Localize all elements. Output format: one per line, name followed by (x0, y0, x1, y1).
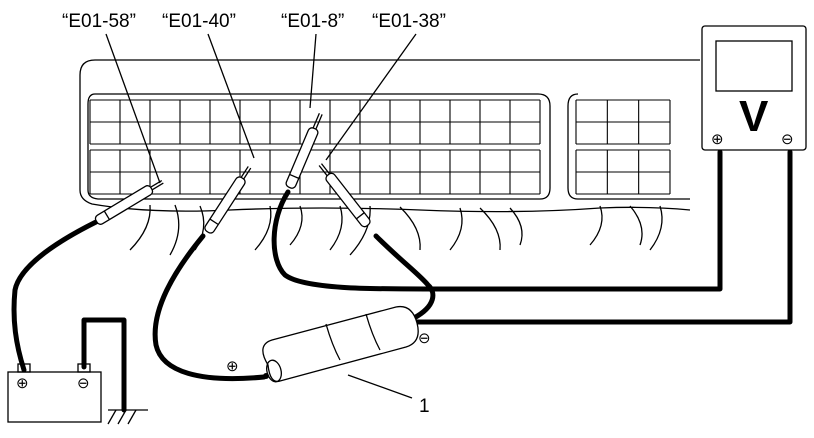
terminal-label-e01-40: “E01-40” (162, 11, 236, 32)
component-body (262, 305, 419, 383)
harness-wire (169, 204, 180, 256)
leader-e01-58 (105, 33, 161, 184)
wire-component-positive (152, 233, 267, 382)
harness-wire (329, 205, 343, 251)
ecm-connector (79, 59, 700, 256)
harness-wire (449, 207, 463, 251)
harness-wire (129, 204, 151, 251)
terminal-leaders (105, 33, 417, 184)
harness-wires (129, 204, 663, 256)
voltmeter-plus-terminal: ⊕ (711, 131, 724, 148)
harness-wire (589, 205, 603, 246)
component-leader (347, 374, 413, 399)
wire-component-to-voltmeter-minus (409, 149, 793, 325)
harness-wire (254, 205, 272, 251)
ground-symbol (107, 409, 148, 425)
pin-grid-right (575, 99, 671, 195)
battery-post-positive (17, 363, 31, 373)
probes (94, 112, 371, 234)
probe-e01-8 (285, 112, 323, 189)
component-minus-terminal: ⊖ (418, 330, 431, 347)
test-wires (11, 149, 793, 413)
harness-wire (289, 205, 303, 246)
probe-e01-40 (204, 166, 252, 234)
wire-e01-8-to-voltmeter-plus (271, 149, 723, 292)
component-1: ⊕ ⊖ 1 (226, 305, 431, 417)
probe-e01-58 (94, 179, 164, 225)
terminal-labels: “E01-58” “E01-40” “E01-8” “E01-38” (62, 11, 446, 32)
harness-wire (509, 207, 523, 246)
terminal-label-e01-58: “E01-58” (62, 11, 136, 32)
leader-e01-8 (309, 33, 317, 109)
terminal-label-e01-8: “E01-8” (281, 11, 344, 32)
component-number: 1 (419, 396, 430, 417)
harness-wire (649, 205, 663, 251)
wire-battery-positive (11, 219, 99, 373)
battery: ⊕ ⊖ (7, 363, 102, 423)
connector-inner-left-block (87, 93, 551, 200)
harness-wire (629, 205, 643, 246)
wire-e01-38-to-component-minus (373, 233, 436, 321)
battery-minus-terminal: ⊖ (77, 375, 90, 392)
voltmeter-unit: V (739, 92, 769, 141)
connector-housing-outline (79, 59, 700, 213)
pin-grid-left (89, 99, 541, 195)
battery-post-negative (77, 363, 91, 373)
voltmeter-minus-terminal: ⊖ (781, 131, 794, 148)
component-plus-terminal: ⊕ (226, 358, 239, 375)
harness-wire (349, 205, 371, 256)
voltmeter-display (715, 40, 793, 92)
voltmeter-body (701, 25, 807, 151)
wire-battery-ground (81, 317, 127, 413)
leader-e01-38 (325, 33, 417, 161)
terminal-label-e01-38: “E01-38” (372, 11, 446, 32)
harness-wire (399, 206, 421, 251)
voltmeter: V ⊕ ⊖ (701, 25, 807, 151)
connector-inner-right-block (567, 93, 690, 200)
battery-plus-terminal: ⊕ (16, 375, 29, 392)
harness-wire (479, 207, 501, 251)
leader-e01-40 (207, 33, 255, 159)
battery-body (7, 371, 102, 423)
probe-e01-38 (318, 163, 371, 228)
